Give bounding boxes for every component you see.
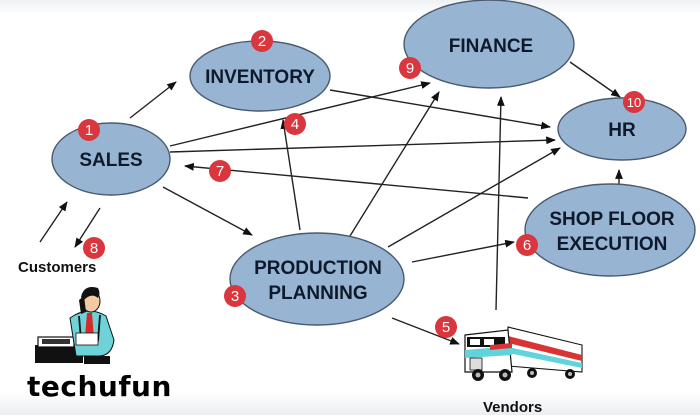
node-sales: SALES	[51, 122, 171, 196]
badge-8: 8	[83, 237, 105, 259]
badge-6-text: 6	[523, 237, 531, 254]
badge-4: 4	[284, 113, 306, 135]
node-production: PRODUCTION PLANNING	[229, 232, 405, 326]
edge-production-inventory	[280, 119, 301, 231]
badge-9: 9	[399, 57, 421, 79]
badge-6: 6	[516, 234, 538, 256]
vendors-label: Vendors	[483, 399, 543, 416]
node-shopfloor: SHOP FLOOR EXECUTION	[524, 183, 696, 277]
edge-production-vendors	[391, 317, 460, 345]
node-inventory-label: INVENTORY	[205, 67, 315, 88]
badge-2-text: 2	[258, 33, 266, 50]
node-production-line2: PLANNING	[268, 283, 367, 304]
badge-7-text: 7	[216, 163, 224, 180]
node-shopfloor-line2: EXECUTION	[557, 234, 668, 255]
badge-3-text: 3	[231, 288, 239, 305]
edge-production-hr	[387, 147, 561, 248]
node-inventory: INVENTORY	[189, 40, 331, 112]
bottom-band	[0, 392, 700, 415]
badge-1-text: 1	[85, 122, 93, 139]
badge-1: 1	[78, 119, 100, 141]
badge-5-text: 5	[442, 319, 450, 336]
node-hr-label: HR	[608, 120, 636, 141]
node-hr: HR	[557, 97, 687, 161]
customers-label: Customers	[18, 259, 97, 276]
edge-production-shopfloor	[411, 239, 515, 263]
edge-vendors-finance	[495, 96, 505, 311]
node-finance-label: FINANCE	[449, 36, 533, 57]
edge-shopfloor-sales	[184, 162, 529, 199]
node-sales-label: SALES	[79, 150, 142, 171]
badge-3: 3	[224, 285, 246, 307]
badge-10-text: 10	[627, 95, 641, 110]
vendor-truck-icon	[464, 326, 583, 381]
customer-person-icon	[35, 287, 115, 364]
edge-sales-customers	[74, 207, 101, 248]
edge-inventory-hr	[329, 89, 551, 130]
badge-4-text: 4	[291, 116, 299, 133]
node-finance: FINANCE	[403, 0, 575, 89]
edge-production-finance	[349, 91, 440, 237]
edge-finance-hr	[569, 61, 621, 98]
node-production-line1: PRODUCTION	[254, 258, 382, 279]
edge-sales-inventory	[129, 81, 177, 119]
edge-sales-production	[162, 186, 253, 236]
badge-2: 2	[251, 30, 273, 52]
badge-9-text: 9	[406, 60, 414, 77]
edge-sales-hr	[169, 136, 556, 153]
badge-8-text: 8	[90, 240, 98, 257]
brand-watermark: techufun	[27, 370, 172, 403]
edge-customers-sales	[39, 201, 68, 243]
node-shopfloor-line1: SHOP FLOOR	[549, 209, 675, 230]
badge-7: 7	[209, 160, 231, 182]
edges	[39, 61, 623, 345]
badge-10: 10	[623, 91, 645, 113]
badge-5: 5	[435, 316, 457, 338]
